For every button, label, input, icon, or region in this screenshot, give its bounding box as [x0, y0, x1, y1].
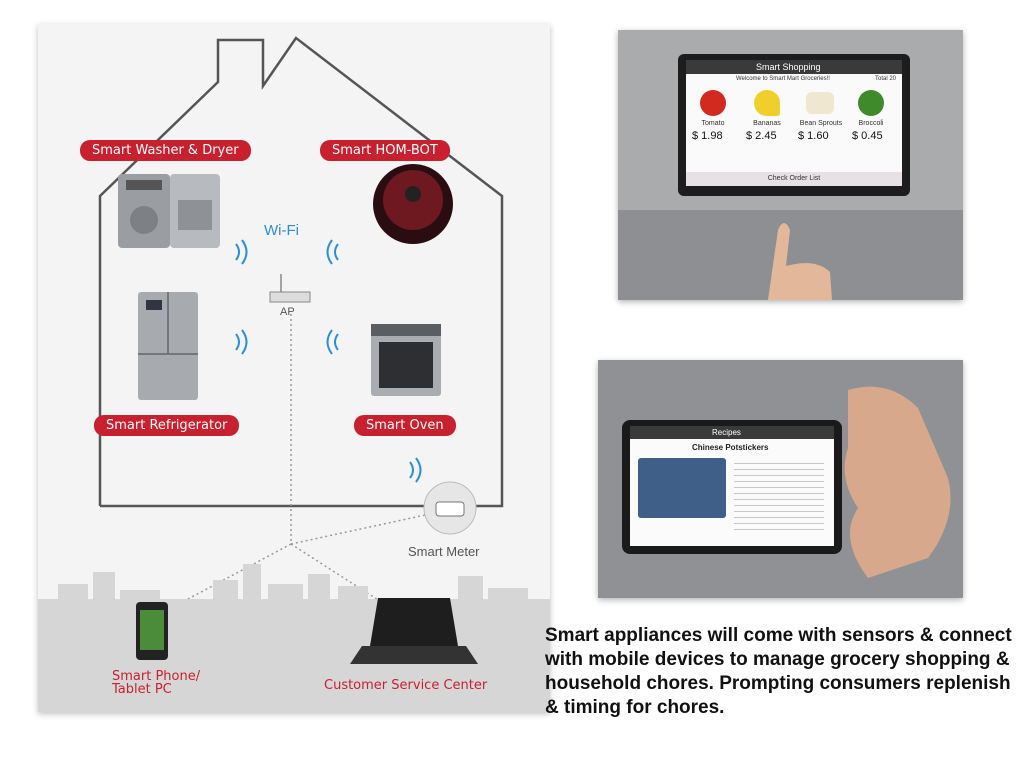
item-name: Bean Sprouts: [799, 120, 843, 127]
smart-home-diagram: Smart Washer & Dryer Smart HOM-BOT Smart…: [38, 24, 550, 712]
label-customer-service: Customer Service Center: [324, 678, 488, 693]
check-order-list-button[interactable]: Check Order List: [686, 172, 902, 186]
label-smart-meter: Smart Meter: [408, 544, 480, 559]
fridge-recipe-photo: Recipes Chinese Potstickers: [598, 360, 963, 598]
fridge-screen-titlebar: Smart Shopping: [686, 60, 902, 74]
item-price: $ 1.98: [692, 130, 723, 142]
recipe-screen: Recipes Chinese Potstickers: [630, 426, 834, 546]
item-price: $ 0.45: [852, 130, 883, 142]
washer-dryer-image: [118, 174, 220, 248]
item-price: $ 1.60: [798, 130, 829, 142]
fridge-welcome: Welcome to Smart Mart Groceries!!: [736, 76, 830, 82]
fridge-shopping-photo: Smart Shopping Welcome to Smart Mart Gro…: [618, 30, 963, 300]
fridge-screen: Smart Shopping Welcome to Smart Mart Gro…: [686, 60, 902, 186]
caption-text: Smart appliances will come with sensors …: [545, 625, 1012, 718]
item-name: Broccoli: [858, 120, 884, 127]
label-phone-tablet: Smart Phone/ Tablet PC: [112, 669, 201, 697]
recipe-titlebar: Recipes: [630, 426, 834, 439]
label-oven: Smart Oven: [354, 415, 456, 436]
item-price: $ 2.45: [746, 130, 777, 142]
item-name: Tomato: [701, 120, 725, 127]
house-outline: [38, 36, 550, 712]
tomato-icon: [700, 90, 726, 116]
banana-icon: [754, 90, 780, 116]
recipe-dish-title: Chinese Potstickers: [692, 443, 769, 452]
broccoli-icon: [858, 90, 884, 116]
item-name: Bananas: [753, 120, 781, 127]
label-ap: AP: [280, 306, 295, 318]
label-refrigerator: Smart Refrigerator: [94, 415, 240, 436]
fridge-total: Total 20: [874, 76, 896, 82]
label-wifi: Wi-Fi: [264, 222, 299, 239]
label-washer-dryer: Smart Washer & Dryer: [80, 140, 251, 161]
bean-sprouts-icon: [806, 92, 834, 114]
label-hombot: Smart HOM-BOT: [320, 140, 450, 161]
recipe-text-lines: [734, 458, 824, 532]
potstickers-image: [638, 458, 726, 518]
